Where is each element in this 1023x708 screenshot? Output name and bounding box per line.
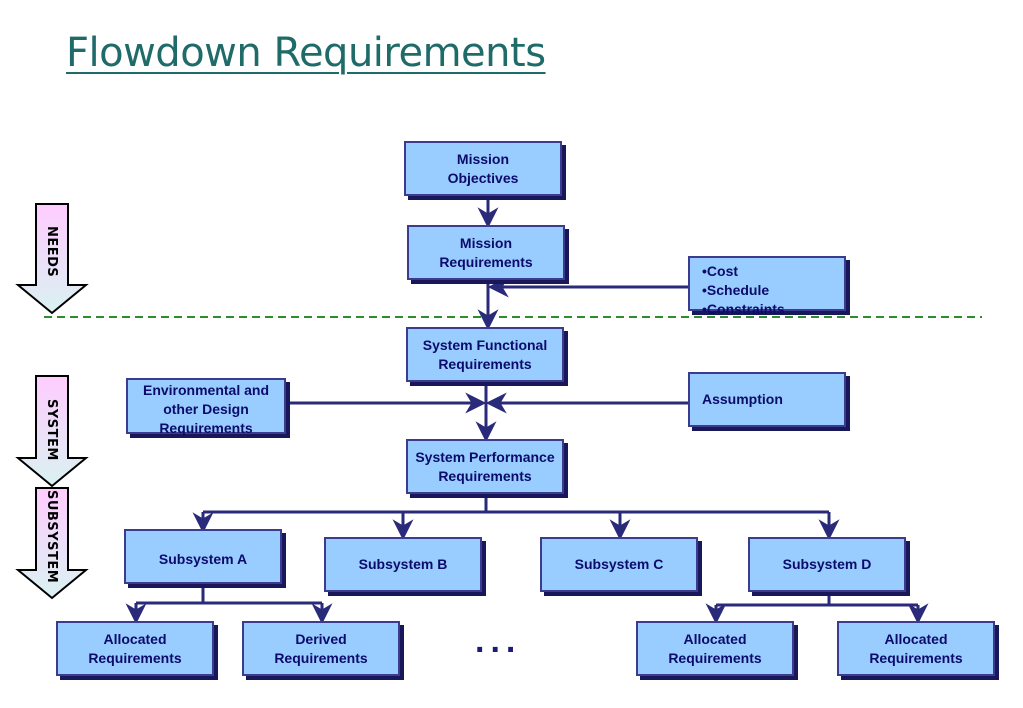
- subsystem-c-box: Subsystem C: [540, 537, 698, 592]
- constraints-box: •Cost •Schedule •Constraints: [688, 256, 846, 317]
- subsystem-d-box: Subsystem D: [748, 537, 906, 592]
- assumption-box: Assumption: [688, 372, 846, 427]
- mission-requirements-box: Mission Requirements: [407, 225, 565, 280]
- subsystem-b-box: Subsystem B: [324, 537, 482, 592]
- system-stage-arrow: [15, 375, 89, 488]
- environmental-requirements-box: Environmental and other Design Requireme…: [126, 378, 286, 436]
- system-performance-requirements-box: System Performance Requirements: [406, 439, 564, 494]
- mission-objectives-box: Mission Objectives: [404, 141, 562, 196]
- ellipsis: ...: [475, 622, 522, 660]
- allocated-requirements-a-box: Allocated Requirements: [56, 621, 214, 676]
- subsystem-stage-arrow: [15, 487, 89, 600]
- page-title: Flowdown Requirements: [66, 30, 546, 76]
- subsystem-a-box: Subsystem A: [124, 529, 282, 584]
- system-functional-requirements-box: System Functional Requirements: [406, 327, 564, 382]
- allocated-requirements-d2-box: Allocated Requirements: [837, 621, 995, 676]
- needs-stage-label: NEEDS: [44, 226, 59, 278]
- derived-requirements-a-box: Derived Requirements: [242, 621, 400, 676]
- subsystem-stage-label: SUBSYSTEM: [44, 490, 59, 584]
- allocated-requirements-d1-box: Allocated Requirements: [636, 621, 794, 676]
- system-stage-label: SYSTEM: [44, 399, 59, 461]
- needs-stage-arrow: [15, 203, 89, 315]
